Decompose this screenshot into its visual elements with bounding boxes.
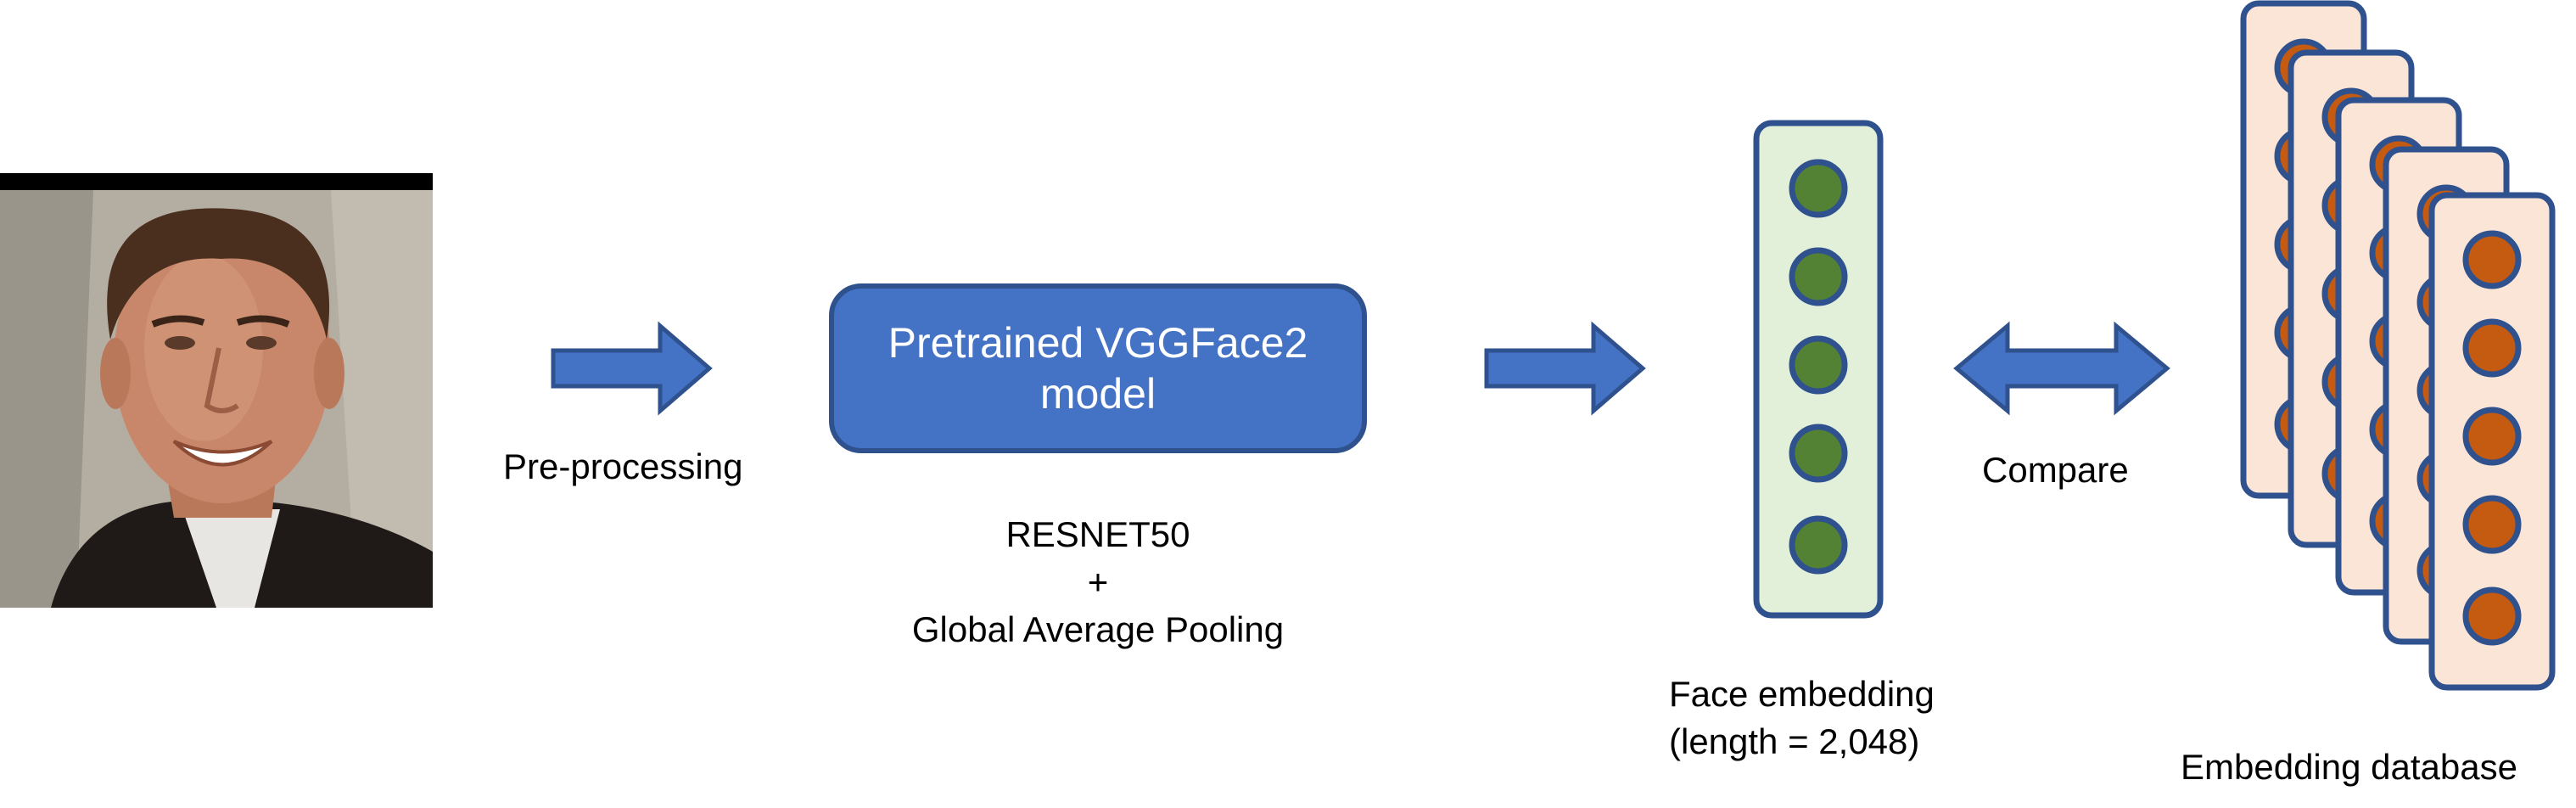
architecture-line-2: + bbox=[1087, 562, 1109, 602]
model-title-line2: model bbox=[1039, 370, 1156, 418]
embedding-caption-line-1: Face embedding bbox=[1669, 674, 1935, 714]
embedding-dot bbox=[1789, 515, 1848, 575]
compare-double-arrow bbox=[1953, 321, 2170, 416]
embedding-database-label: Embedding database bbox=[2181, 747, 2517, 787]
face-embedding-vector bbox=[1753, 120, 1884, 619]
face-embedding-caption: Face embedding (length = 2,048) bbox=[1669, 671, 1935, 766]
embedding-database-stack bbox=[2240, 0, 2556, 691]
face-photo bbox=[0, 173, 433, 608]
embedding-caption-line-2: (length = 2,048) bbox=[1669, 721, 1920, 761]
embedding-dot bbox=[1789, 424, 1848, 483]
embedding-arrow bbox=[1484, 321, 1646, 416]
preprocessing-arrow bbox=[551, 321, 713, 416]
embedding-dot bbox=[1789, 247, 1848, 306]
compare-label: Compare bbox=[1982, 450, 2129, 490]
model-title-line1: Pretrained VGGFace2 bbox=[888, 319, 1308, 367]
architecture-line-3: Global Average Pooling bbox=[911, 609, 1285, 649]
embedding-dot bbox=[1789, 335, 1848, 395]
architecture-line-1: RESNET50 bbox=[1005, 514, 1190, 554]
embedding-dot bbox=[1789, 159, 1848, 218]
preprocessing-label: Pre-processing bbox=[503, 446, 743, 486]
database-card-5 bbox=[2428, 192, 2556, 691]
architecture-label: RESNET50 + Global Average Pooling bbox=[874, 511, 1322, 654]
pretrained-model-box: Pretrained VGGFace2 model bbox=[829, 283, 1367, 453]
